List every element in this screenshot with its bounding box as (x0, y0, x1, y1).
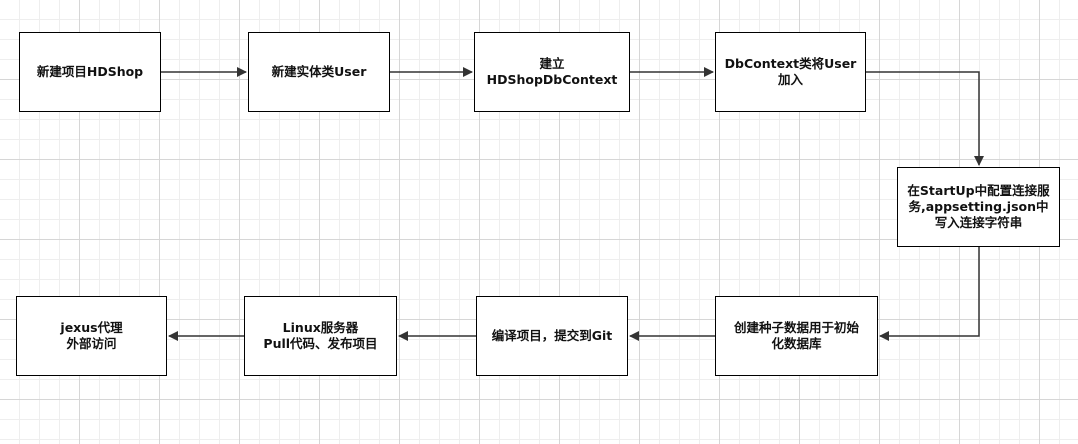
node-label: 创建种子数据用于初始 化数据库 (733, 320, 859, 351)
node-new-entity-user[interactable]: 新建实体类User (248, 32, 390, 112)
node-build-commit-git[interactable]: 编译项目，提交到Git (476, 296, 628, 376)
edge-n5-n6 (879, 247, 980, 341)
node-label: Linux服务器 Pull代码、发布项目 (263, 320, 378, 351)
node-configure-connection[interactable]: 在StartUp中配置连接服 务,appsetting.json中 写入连接字符… (897, 167, 1060, 247)
node-label: 新建项目HDShop (36, 64, 144, 79)
node-linux-server-deploy[interactable]: Linux服务器 Pull代码、发布项目 (244, 296, 397, 376)
node-label: 新建实体类User (271, 64, 367, 79)
node-seed-data[interactable]: 创建种子数据用于初始 化数据库 (715, 296, 878, 376)
node-add-user-to-dbcontext[interactable]: DbContext类将User 加入 (715, 32, 866, 112)
node-label: DbContext类将User 加入 (724, 56, 857, 87)
node-label: jexus代理 外部访问 (60, 320, 123, 351)
node-label: 建立 HDShopDbContext (486, 56, 618, 87)
node-jexus-proxy[interactable]: jexus代理 外部访问 (16, 296, 167, 376)
node-create-dbcontext[interactable]: 建立 HDShopDbContext (474, 32, 630, 112)
node-new-project[interactable]: 新建项目HDShop (19, 32, 161, 112)
node-label: 编译项目，提交到Git (491, 328, 613, 343)
edge-n4-n5 (866, 71, 984, 166)
node-label: 在StartUp中配置连接服 务,appsetting.json中 写入连接字符… (907, 183, 1050, 230)
